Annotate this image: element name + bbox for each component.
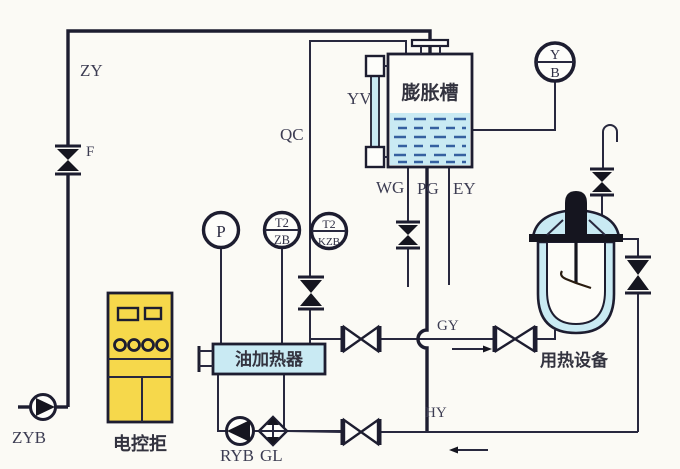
valve-heater-outlet xyxy=(340,324,382,354)
valve-hy xyxy=(340,417,382,447)
expansion-tank: 膨胀槽 xyxy=(364,38,474,169)
pipe-vessel-return xyxy=(622,238,639,257)
label-zyb: ZYB xyxy=(12,428,46,447)
label-f: F xyxy=(86,144,94,160)
gl-filter xyxy=(257,415,289,447)
label-yv: YV xyxy=(347,89,372,108)
yv-level-gauge xyxy=(364,54,388,169)
control-cabinet-label: 电控拒 xyxy=(113,433,167,455)
label-ryb: RYB xyxy=(220,446,254,465)
pipe-pg xyxy=(416,167,429,432)
gauge-p-label: P xyxy=(216,222,225,241)
agitator-blade xyxy=(560,270,592,290)
valve-vessel-outlet xyxy=(625,255,651,295)
gauge-t2kzb-top: T2 xyxy=(322,217,335,231)
heat-equipment-label: 用热设备 xyxy=(540,350,609,371)
oil-heater: 油加热器 xyxy=(197,342,327,376)
gauge-t2kzb: T2 KZB xyxy=(309,211,349,251)
oil-heater-label: 油加热器 xyxy=(235,349,304,370)
pipe-yb xyxy=(472,81,556,131)
cabinet-buttons xyxy=(113,338,169,352)
valve-vent xyxy=(590,167,614,197)
pipes xyxy=(18,29,639,433)
label-zy: ZY xyxy=(80,61,103,80)
gauge-yb-top: Y xyxy=(550,48,560,63)
pipe-hy-2 xyxy=(285,430,343,433)
cabinet-display-2 xyxy=(143,306,163,321)
gauge-yb: Y B xyxy=(534,41,576,83)
tank-liquid xyxy=(390,113,470,165)
vessel-flange xyxy=(529,234,623,242)
control-cabinet xyxy=(106,291,174,424)
gauge-yb-bottom: B xyxy=(550,66,559,81)
ryb-pump xyxy=(225,416,255,446)
cabinet-display-1 xyxy=(116,306,140,322)
valve-f xyxy=(55,144,81,176)
gauge-t2zb: T2 ZB xyxy=(262,210,302,250)
pipe-gy-3 xyxy=(536,330,556,340)
tank-level-hatching xyxy=(394,117,466,164)
label-gy: GY xyxy=(437,318,459,334)
agitator-motor xyxy=(565,191,587,234)
gauge-t2zb-bottom: ZB xyxy=(274,233,290,247)
label-qc: QC xyxy=(280,125,304,144)
gy-flow-arrow xyxy=(452,345,492,353)
label-ey: EY xyxy=(453,179,476,198)
tank-top-nozzle xyxy=(410,38,450,54)
pipe-vent-hook xyxy=(602,124,618,169)
hy-flow-arrow xyxy=(449,446,488,454)
gauge-t2zb-top: T2 xyxy=(275,216,289,230)
valve-gy xyxy=(492,324,538,354)
label-hy: HY xyxy=(425,405,447,421)
flow-arrows xyxy=(449,345,492,454)
heater-element-terminal xyxy=(197,346,213,372)
line-labels: ZY F QC YV WG PG EY GY HY ZYB RYB GL 电控拒 xyxy=(12,61,476,465)
label-gl: GL xyxy=(260,446,283,465)
gauge-p: P xyxy=(201,210,241,250)
heat-equipment-vessel: 用热设备 xyxy=(529,191,623,371)
label-pg: PG xyxy=(417,179,439,198)
zyb-pump xyxy=(29,393,57,421)
valve-qc xyxy=(298,275,324,311)
label-wg: WG xyxy=(376,178,404,197)
expansion-tank-label: 膨胀槽 xyxy=(400,81,458,104)
motor-strut-right xyxy=(588,219,606,236)
motor-strut-left xyxy=(546,219,564,236)
valve-wg xyxy=(396,220,420,250)
pipe-heater-to-pump xyxy=(217,373,226,432)
gauge-t2kzb-bottom: KZB xyxy=(318,236,340,248)
pipe-qc xyxy=(309,40,407,277)
